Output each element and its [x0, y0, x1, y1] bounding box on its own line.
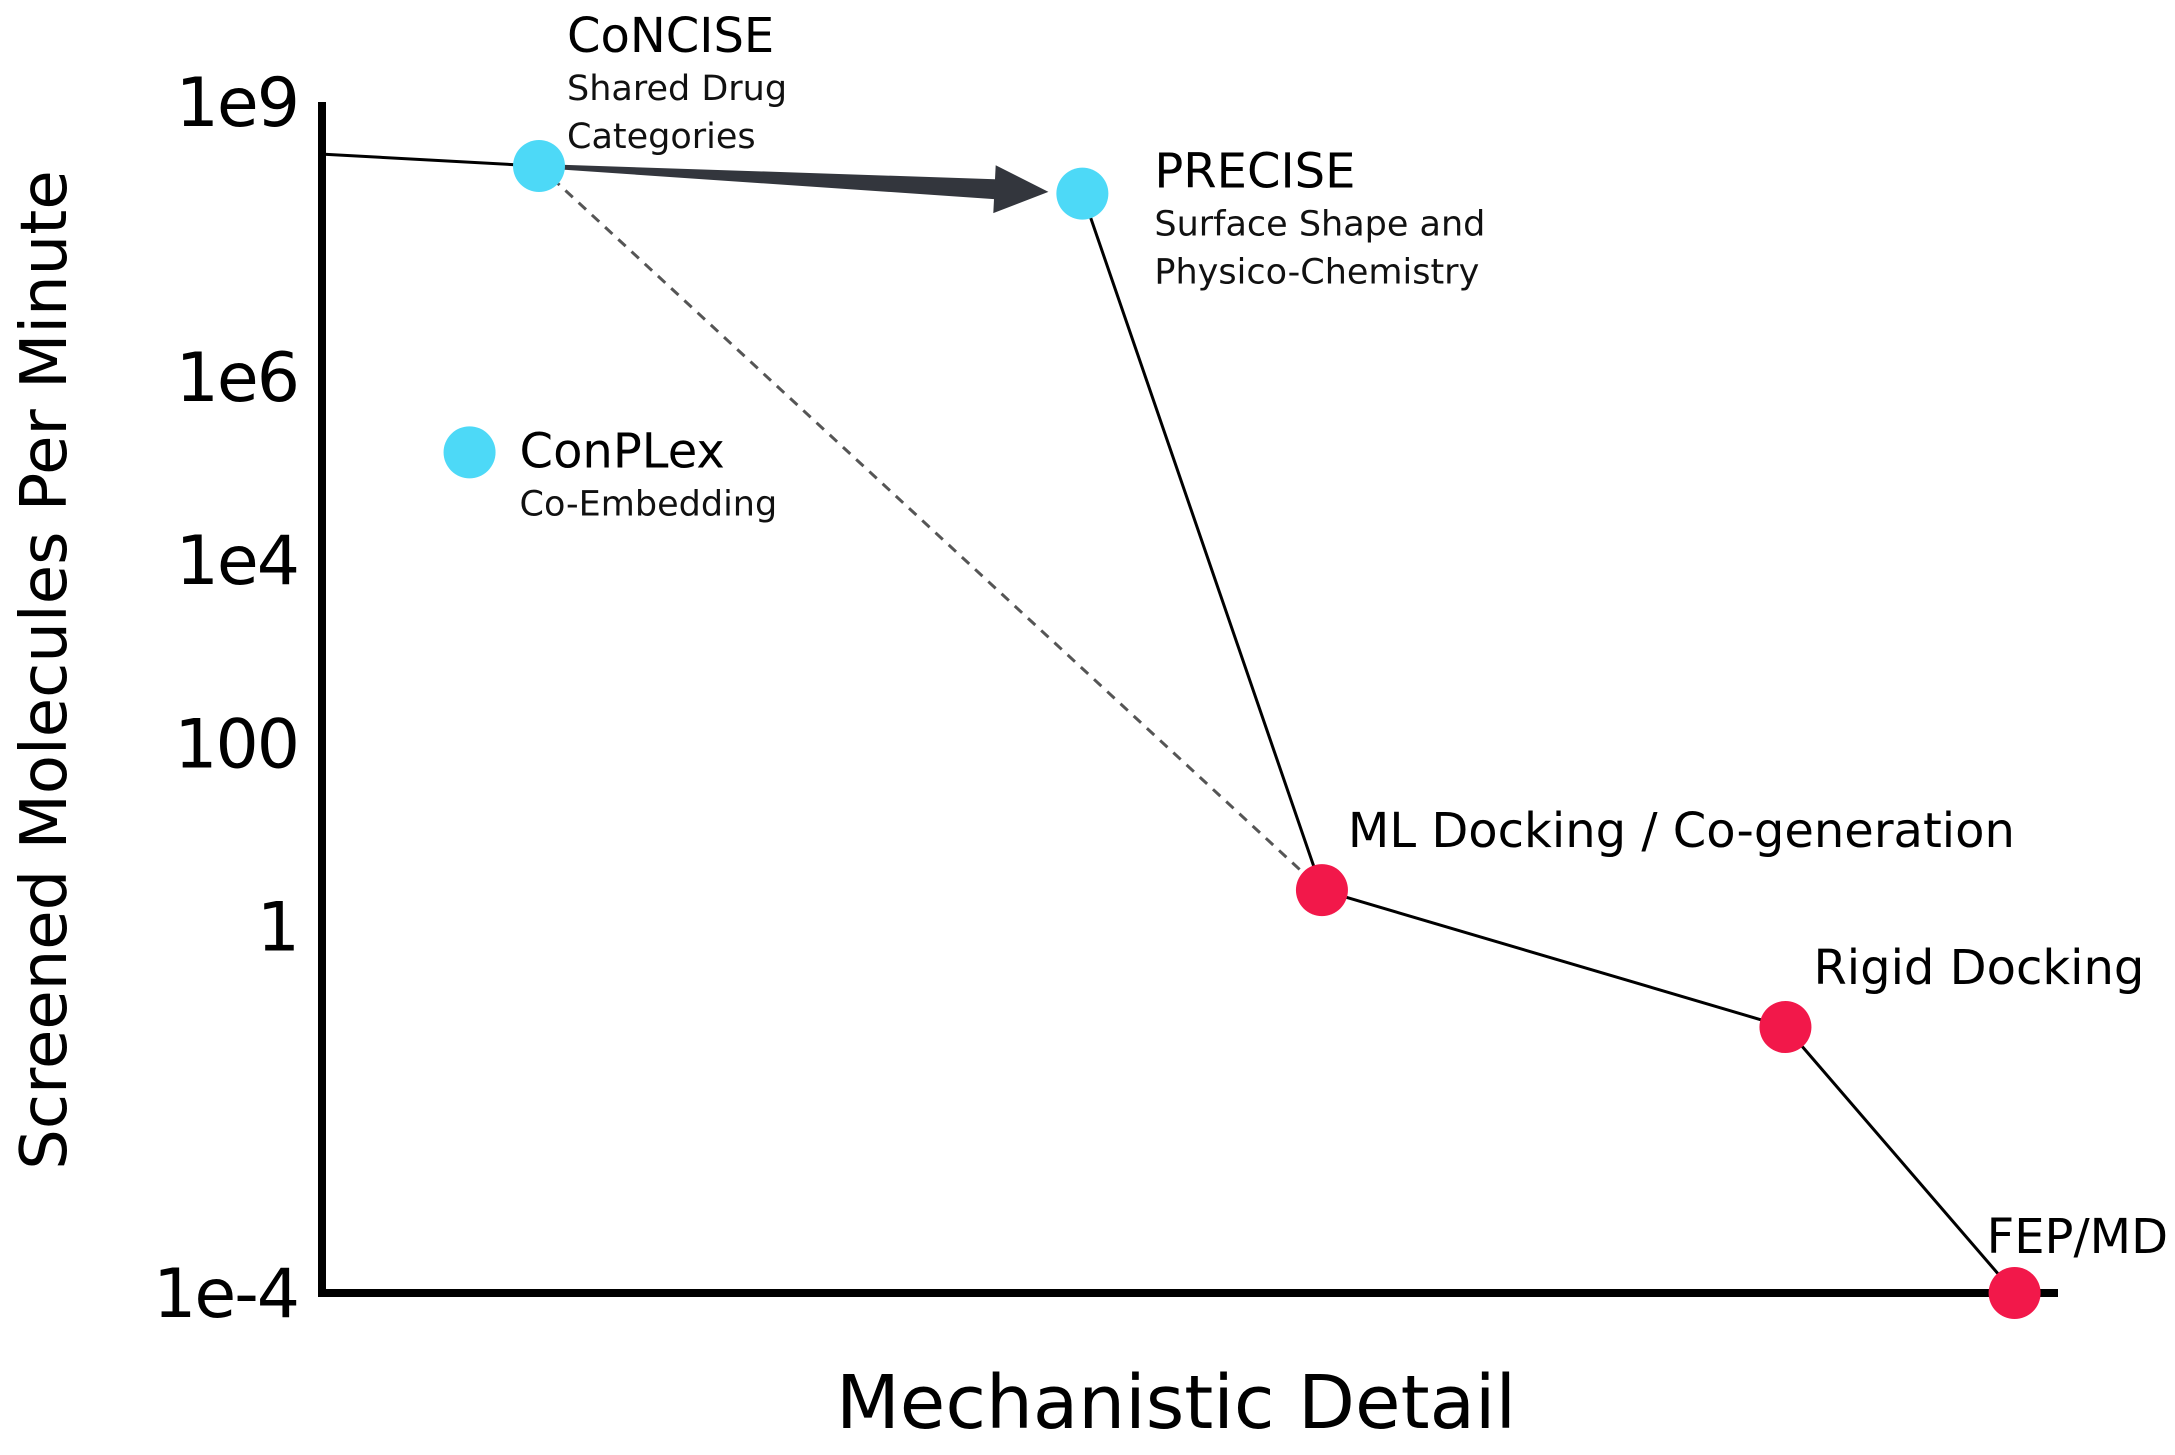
y-tick-label: 100	[174, 705, 298, 784]
trend-line-segment	[321, 152, 540, 168]
data-point-concise	[513, 140, 565, 193]
data-point-rigid	[1759, 1001, 1812, 1054]
y-tick-label: 1e6	[176, 339, 298, 418]
data-point-conplex	[443, 426, 496, 479]
point-label-rigid: Rigid Docking	[1813, 940, 2144, 996]
point-sublabel-conplex: Co-Embedding	[520, 484, 778, 524]
point-label-conplex: ConPLex	[520, 423, 725, 479]
point-label-precise: PRECISE	[1154, 144, 1355, 200]
dashed-connector-line	[537, 164, 1323, 892]
y-tick-label: 1e-4	[153, 1255, 298, 1334]
y-tick-labels: 1e9 1e6 1e4 100 1 1e-4	[153, 64, 300, 1334]
x-axis-label: Mechanistic Detail	[836, 1360, 1516, 1446]
y-tick-label: 1	[257, 889, 298, 968]
data-point-mldock	[1295, 864, 1348, 917]
point-sublabel-precise: Surface Shape and	[1154, 205, 1485, 245]
point-sublabel-concise: Categories	[567, 117, 756, 157]
trend-line-segment	[1321, 888, 1786, 1029]
data-points	[443, 140, 2041, 1319]
improvement-arrow	[538, 164, 1049, 214]
y-axis-label: Screened Molecules Per Minute	[8, 170, 82, 1169]
point-label-mldock: ML Docking / Co-generation	[1348, 803, 2015, 859]
point-label-fepmd: FEP/MD	[1987, 1209, 2168, 1265]
y-tick-label: 1e9	[176, 64, 298, 143]
point-label-concise: CoNCISE	[567, 8, 774, 64]
trend-line-segment	[1784, 1026, 2016, 1294]
data-point-fepmd	[1988, 1267, 2041, 1319]
data-point-precise	[1056, 167, 1109, 220]
point-sublabel-concise: Shared Drug	[567, 69, 787, 109]
y-tick-label: 1e4	[176, 522, 298, 601]
trend-line-segment	[1080, 193, 1324, 891]
point-sublabel-precise: Physico-Chemistry	[1154, 253, 1479, 293]
connector-lines	[321, 152, 2016, 1294]
